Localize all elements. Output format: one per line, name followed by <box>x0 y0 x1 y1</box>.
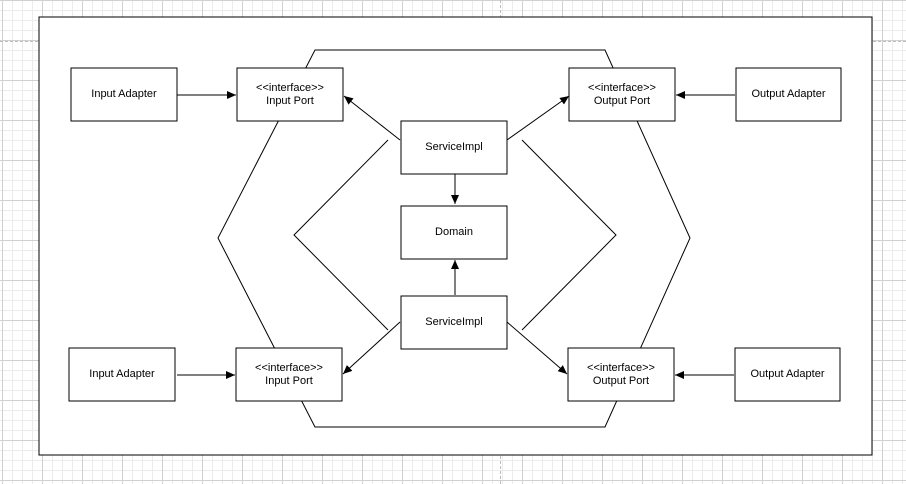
input-port-bottom-stereotype: <<interface>> <box>255 361 323 374</box>
input-port-bottom-box[interactable] <box>235 347 343 402</box>
input-port-top-stereotype: <<interface>> <box>256 81 324 94</box>
inner-hexagon-left[interactable] <box>293 139 389 331</box>
input-port-top-name: Input Port <box>266 94 314 107</box>
edge-service-top-to-input-port[interactable] <box>343 95 401 141</box>
output-adapter-top-text: Output Adapter <box>751 88 826 100</box>
output-port-bottom-stereotype: <<interface>> <box>587 361 655 374</box>
service-impl-top-box[interactable] <box>400 120 508 175</box>
service-impl-bottom-box[interactable] <box>400 295 508 350</box>
input-adapter-bottom-label: Input Adapter <box>69 348 175 401</box>
inner-hexagon-right[interactable] <box>521 139 617 331</box>
service-impl-bottom-text: ServiceImpl <box>425 316 483 328</box>
input-port-top-box[interactable] <box>236 67 344 122</box>
output-adapter-top-box[interactable] <box>735 67 842 122</box>
input-adapter-bottom-box[interactable] <box>68 347 176 402</box>
edge-service-top-to-output-port[interactable] <box>506 95 570 141</box>
input-adapter-top-label: Input Adapter <box>71 68 177 121</box>
edge-service-bottom-to-output-port[interactable] <box>506 321 568 375</box>
service-impl-top-label: ServiceImpl <box>401 121 507 174</box>
domain-box[interactable] <box>400 205 508 260</box>
input-adapter-top-text: Input Adapter <box>91 88 157 100</box>
domain-text: Domain <box>435 226 473 238</box>
input-adapter-bottom-text: Input Adapter <box>89 368 155 380</box>
output-port-bottom-name: Output Port <box>592 374 650 387</box>
output-port-top-stereotype: <<interface>> <box>588 81 656 94</box>
output-port-bottom-label: <<interface>> Output Port <box>568 348 674 401</box>
output-port-top-name: Output Port <box>593 94 651 107</box>
service-impl-bottom-label: ServiceImpl <box>401 296 507 349</box>
input-adapter-top-box[interactable] <box>70 67 178 122</box>
output-adapter-bottom-label: Output Adapter <box>735 348 840 401</box>
output-adapter-top-label: Output Adapter <box>736 68 841 121</box>
input-port-bottom-name: Input Port <box>265 374 313 387</box>
output-port-top-box[interactable] <box>568 67 676 122</box>
service-impl-top-text: ServiceImpl <box>425 141 483 153</box>
output-port-bottom-box[interactable] <box>567 347 675 402</box>
output-port-top-label: <<interface>> Output Port <box>569 68 675 121</box>
domain-label: Domain <box>401 206 507 259</box>
output-adapter-bottom-text: Output Adapter <box>750 368 825 380</box>
outer-hexagon[interactable] <box>217 49 691 428</box>
output-adapter-bottom-box[interactable] <box>734 347 841 402</box>
edge-service-bottom-to-input-port[interactable] <box>342 321 401 375</box>
input-port-top-label: <<interface>> Input Port <box>237 68 343 121</box>
input-port-bottom-label: <<interface>> Input Port <box>236 348 342 401</box>
